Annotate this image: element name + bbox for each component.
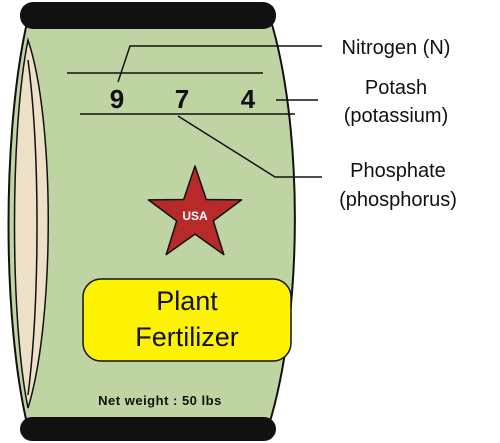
usa-star-text: USA bbox=[182, 209, 208, 223]
bag-bottom-band bbox=[20, 417, 276, 441]
npk-nitrogen-value: 9 bbox=[110, 84, 124, 114]
bag-side-panel bbox=[13, 37, 49, 409]
usa-star-icon bbox=[147, 165, 243, 256]
bag-side-crease bbox=[27, 59, 38, 396]
product-label-box bbox=[82, 278, 292, 362]
npk-phosphate-value: 7 bbox=[175, 84, 189, 114]
phosphate-label-line1: Phosphate bbox=[350, 160, 446, 182]
bag-top-band bbox=[20, 2, 276, 29]
phosphate-leader-line bbox=[177, 115, 322, 178]
potash-label-line2: (potassium) bbox=[344, 105, 448, 127]
nitrogen-label: Nitrogen (N) bbox=[342, 37, 451, 59]
bag-body bbox=[7, 17, 296, 429]
phosphate-label-line2: (phosphorus) bbox=[339, 189, 457, 211]
nitrogen-leader-line bbox=[117, 45, 322, 83]
potash-label-line1: Potash bbox=[365, 77, 427, 99]
product-name-line1: Plant bbox=[156, 286, 218, 316]
product-name-line2: Fertilizer bbox=[135, 322, 239, 352]
net-weight-text: Net weight : 50 lbs bbox=[98, 393, 222, 408]
npk-potash-value: 4 bbox=[241, 84, 256, 114]
